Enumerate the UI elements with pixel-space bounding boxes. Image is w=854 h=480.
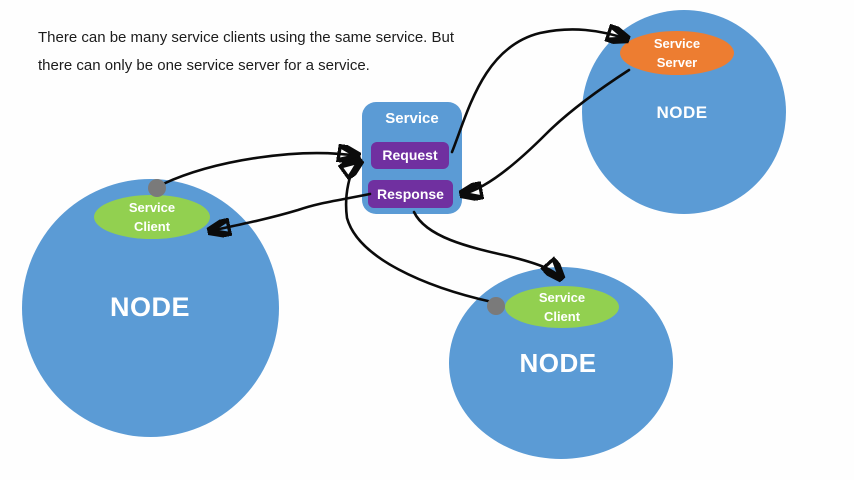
response-box: Response [368, 180, 453, 208]
service-client-badge-left: Service Client [94, 195, 210, 239]
service-box-title: Service [385, 110, 439, 127]
node-label-bottom: NODE [519, 348, 597, 378]
service-server-badge-line1: Service [653, 36, 701, 51]
caption-line-2: there can only be one service server for… [38, 57, 370, 74]
service-client-badge-bottom: Service Client [505, 286, 619, 328]
service-server-badge: Service Server [620, 31, 734, 75]
caption-line-1: There can be many service clients using … [38, 29, 455, 46]
arrow-left-client-to-request [161, 153, 358, 186]
node-label-right: NODE [656, 103, 708, 122]
service-server-badge-line2: Server [656, 55, 698, 70]
service-client-badge-left-line2: Client [133, 219, 171, 234]
service-client-badge-left-line1: Service [128, 200, 176, 215]
service-client-badge-bottom-line2: Client [543, 309, 581, 324]
node-label-left: NODE [109, 292, 190, 322]
caption-text: There can be many service clients using … [38, 24, 498, 80]
request-box: Request [371, 142, 449, 169]
service-client-badge-bottom-line1: Service [538, 290, 586, 305]
